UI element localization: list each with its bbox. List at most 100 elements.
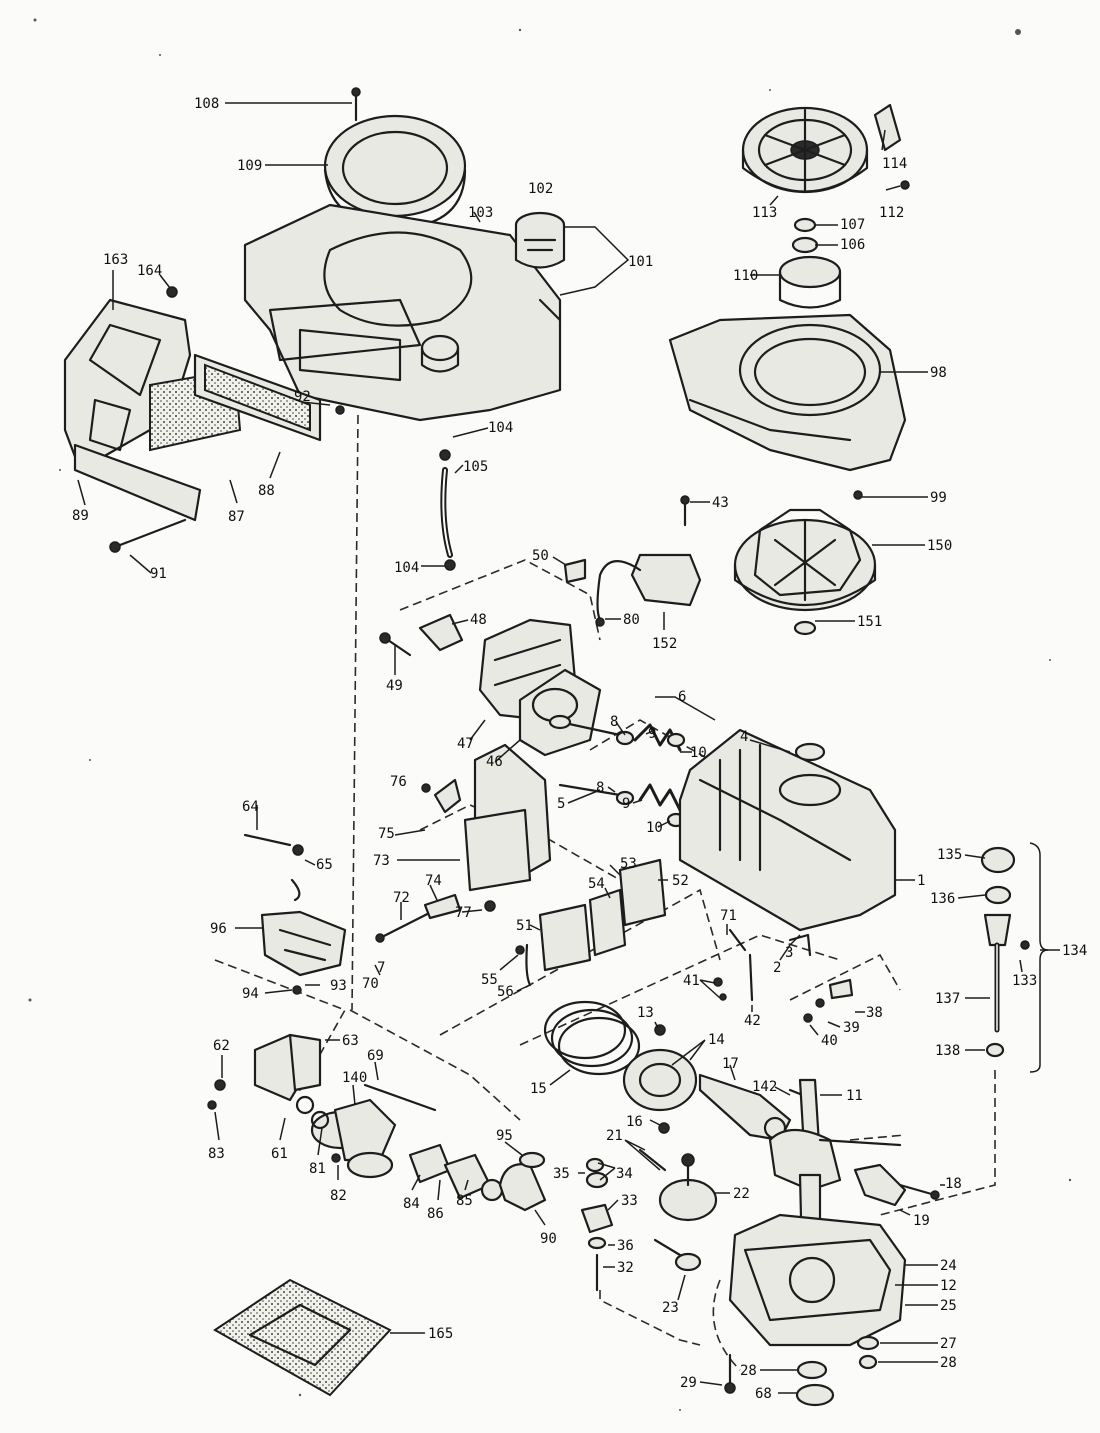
callout-112: 112	[879, 205, 904, 221]
callout-65: 65	[316, 857, 333, 873]
callout-104b: 104	[394, 560, 419, 576]
breather-assembly	[515, 858, 667, 987]
callout-28a: 28	[940, 1355, 957, 1371]
callout-23: 23	[662, 1300, 679, 1316]
callout-29: 29	[680, 1375, 697, 1391]
callout-18: 18	[945, 1176, 962, 1192]
callout-91: 91	[150, 566, 167, 582]
oil-pump-parts	[580, 1148, 718, 1292]
callout-61: 61	[271, 1146, 288, 1162]
callout-103: 103	[468, 205, 493, 221]
callout-152: 152	[652, 636, 677, 652]
callout-163: 163	[103, 252, 128, 268]
callout-77: 77	[455, 905, 472, 921]
callout-63: 63	[342, 1033, 359, 1049]
callout-72: 72	[393, 890, 410, 906]
callout-8b: 8	[596, 780, 604, 796]
callout-62: 62	[213, 1038, 230, 1054]
piston-and-connecting-rod	[543, 1000, 817, 1142]
callout-53: 53	[620, 856, 637, 872]
callout-2: 2	[773, 960, 781, 976]
ignition-parts	[379, 495, 702, 657]
callout-21: 21	[606, 1128, 623, 1144]
callout-96: 96	[210, 921, 227, 937]
callout-46: 46	[486, 754, 503, 770]
callout-3: 3	[785, 945, 793, 961]
callout-41: 41	[683, 973, 700, 989]
callout-labels: 108 109 103 102 101 163 164 92 89 87 88 …	[72, 96, 1087, 1402]
callout-38: 38	[866, 1005, 883, 1021]
callout-54: 54	[588, 876, 605, 892]
callout-34: 34	[616, 1166, 633, 1182]
governor-linkage-parts	[243, 833, 496, 943]
callout-13: 13	[637, 1005, 654, 1021]
callout-9a: 9	[648, 726, 656, 742]
callout-8a: 8	[610, 714, 618, 730]
callout-11: 11	[846, 1088, 863, 1104]
callout-85: 85	[456, 1193, 473, 1209]
callout-81: 81	[309, 1161, 326, 1177]
crankcase-cover	[712, 1213, 907, 1407]
callout-1: 1	[917, 873, 925, 889]
callout-19: 19	[913, 1213, 930, 1229]
callout-52: 52	[672, 873, 689, 889]
callout-137: 137	[935, 991, 960, 1007]
callout-151: 151	[857, 614, 882, 630]
callout-10b: 10	[646, 820, 663, 836]
callout-99: 99	[930, 490, 947, 506]
callout-110: 110	[733, 268, 758, 284]
callout-49: 49	[386, 678, 403, 694]
callout-90: 90	[540, 1231, 557, 1247]
callout-14: 14	[708, 1032, 725, 1048]
callout-50: 50	[532, 548, 549, 564]
callout-105: 105	[463, 459, 488, 475]
callout-40: 40	[821, 1033, 838, 1049]
blower-housing	[668, 313, 907, 500]
cylinder-block	[678, 728, 897, 932]
callout-73: 73	[373, 853, 390, 869]
callout-109: 109	[237, 158, 262, 174]
callout-94: 94	[242, 986, 259, 1002]
callout-138: 138	[935, 1043, 960, 1059]
air-filter-assembly	[63, 286, 345, 553]
oil-dipstick-assembly	[980, 842, 1049, 1073]
callout-106: 106	[840, 237, 865, 253]
governor-shaft-parts	[853, 1163, 940, 1207]
callout-113: 113	[752, 205, 777, 221]
callout-164: 164	[137, 263, 162, 279]
callout-86: 86	[427, 1206, 444, 1222]
scan-noise	[28, 18, 1072, 1411]
muffler	[421, 743, 552, 892]
callout-43: 43	[712, 495, 729, 511]
callout-42: 42	[744, 1013, 761, 1029]
callout-95: 95	[496, 1128, 513, 1144]
callout-76: 76	[390, 774, 407, 790]
flywheel	[733, 508, 877, 636]
callout-140: 140	[342, 1070, 367, 1086]
callout-6: 6	[678, 689, 686, 705]
gasket-set-package	[213, 1278, 392, 1397]
callout-89: 89	[72, 508, 89, 524]
callout-15: 15	[530, 1081, 547, 1097]
callout-12: 12	[940, 1278, 957, 1294]
callout-102: 102	[528, 181, 553, 197]
callout-135: 135	[937, 847, 962, 863]
callout-83: 83	[208, 1146, 225, 1162]
callout-80: 80	[623, 612, 640, 628]
air-cleaner-base	[243, 203, 562, 422]
callout-39: 39	[843, 1020, 860, 1036]
callout-93: 93	[330, 978, 347, 994]
intake-manifold	[260, 910, 347, 995]
callout-74: 74	[425, 873, 442, 889]
callout-134: 134	[1062, 943, 1087, 959]
callout-55: 55	[481, 972, 498, 988]
callout-92: 92	[294, 389, 311, 405]
callout-32: 32	[617, 1260, 634, 1276]
callout-22: 22	[733, 1186, 750, 1202]
callout-36: 36	[617, 1238, 634, 1254]
callout-leaders	[77, 102, 1060, 1394]
callout-165: 165	[428, 1326, 453, 1342]
callout-7: 7	[377, 960, 385, 976]
callout-104a: 104	[488, 420, 513, 436]
